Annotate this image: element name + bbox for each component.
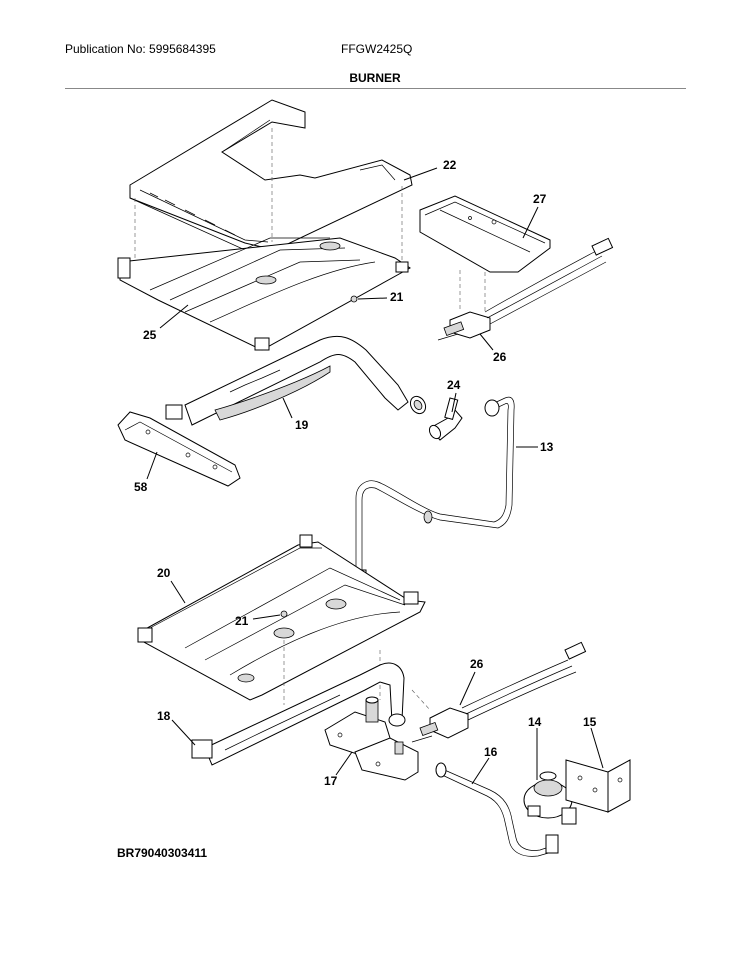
callout-19: 19 bbox=[295, 418, 309, 432]
callout-16: 16 bbox=[484, 745, 498, 759]
callout-14: 14 bbox=[528, 715, 542, 729]
callout-22: 22 bbox=[443, 158, 457, 172]
callout-24: 24 bbox=[447, 378, 461, 392]
callout-27: 27 bbox=[533, 192, 547, 206]
part-27-shield bbox=[419, 195, 551, 273]
part-20-tray bbox=[137, 534, 426, 701]
part-21-nut-upper bbox=[350, 295, 358, 303]
callout-58: 58 bbox=[134, 480, 148, 494]
part-16-supply-line bbox=[435, 762, 559, 857]
section-title: BURNER bbox=[349, 71, 401, 85]
callout-15: 15 bbox=[583, 715, 597, 729]
callout-20: 20 bbox=[157, 566, 171, 580]
header-divider bbox=[65, 88, 686, 89]
callout-26-lower: 26 bbox=[470, 657, 484, 671]
part-26-igniter-upper bbox=[437, 237, 614, 341]
part-19-burner-tube bbox=[165, 335, 427, 426]
callout-17: 17 bbox=[324, 774, 338, 788]
part-15-bracket bbox=[565, 759, 631, 813]
callout-25: 25 bbox=[143, 328, 157, 342]
part-18-burner-tube bbox=[191, 662, 406, 766]
part-26-igniter-lower bbox=[411, 641, 587, 743]
callout-21-upper: 21 bbox=[390, 290, 404, 304]
model-number: FFGW2425Q bbox=[341, 42, 413, 56]
part-21-nut-lower bbox=[280, 610, 288, 618]
callout-26-upper: 26 bbox=[493, 350, 507, 364]
part-58-bracket bbox=[117, 411, 241, 487]
part-25-tray bbox=[117, 237, 411, 351]
callout-18: 18 bbox=[157, 709, 171, 723]
part-14-regulator bbox=[523, 771, 577, 825]
part-17-valve bbox=[324, 696, 419, 781]
callout-13: 13 bbox=[540, 440, 554, 454]
part-24-elbow bbox=[428, 397, 463, 441]
document-id: BR79040303411 bbox=[117, 846, 208, 860]
callout-21-lower: 21 bbox=[235, 614, 249, 628]
part-22-baffle bbox=[129, 99, 413, 251]
publication-number: Publication No: 5995684395 bbox=[65, 42, 216, 56]
